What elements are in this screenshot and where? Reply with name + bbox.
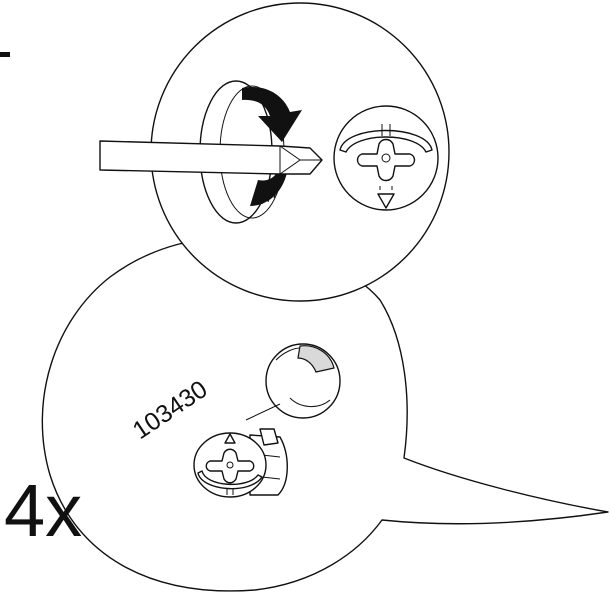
cam-lock-fitting-icon [334,106,438,210]
screwdriver-icon [100,141,322,174]
cam-lock-fitting-angled-icon [194,429,287,497]
step-corner-mark [0,52,10,57]
quantity-label: 4x [4,469,82,552]
